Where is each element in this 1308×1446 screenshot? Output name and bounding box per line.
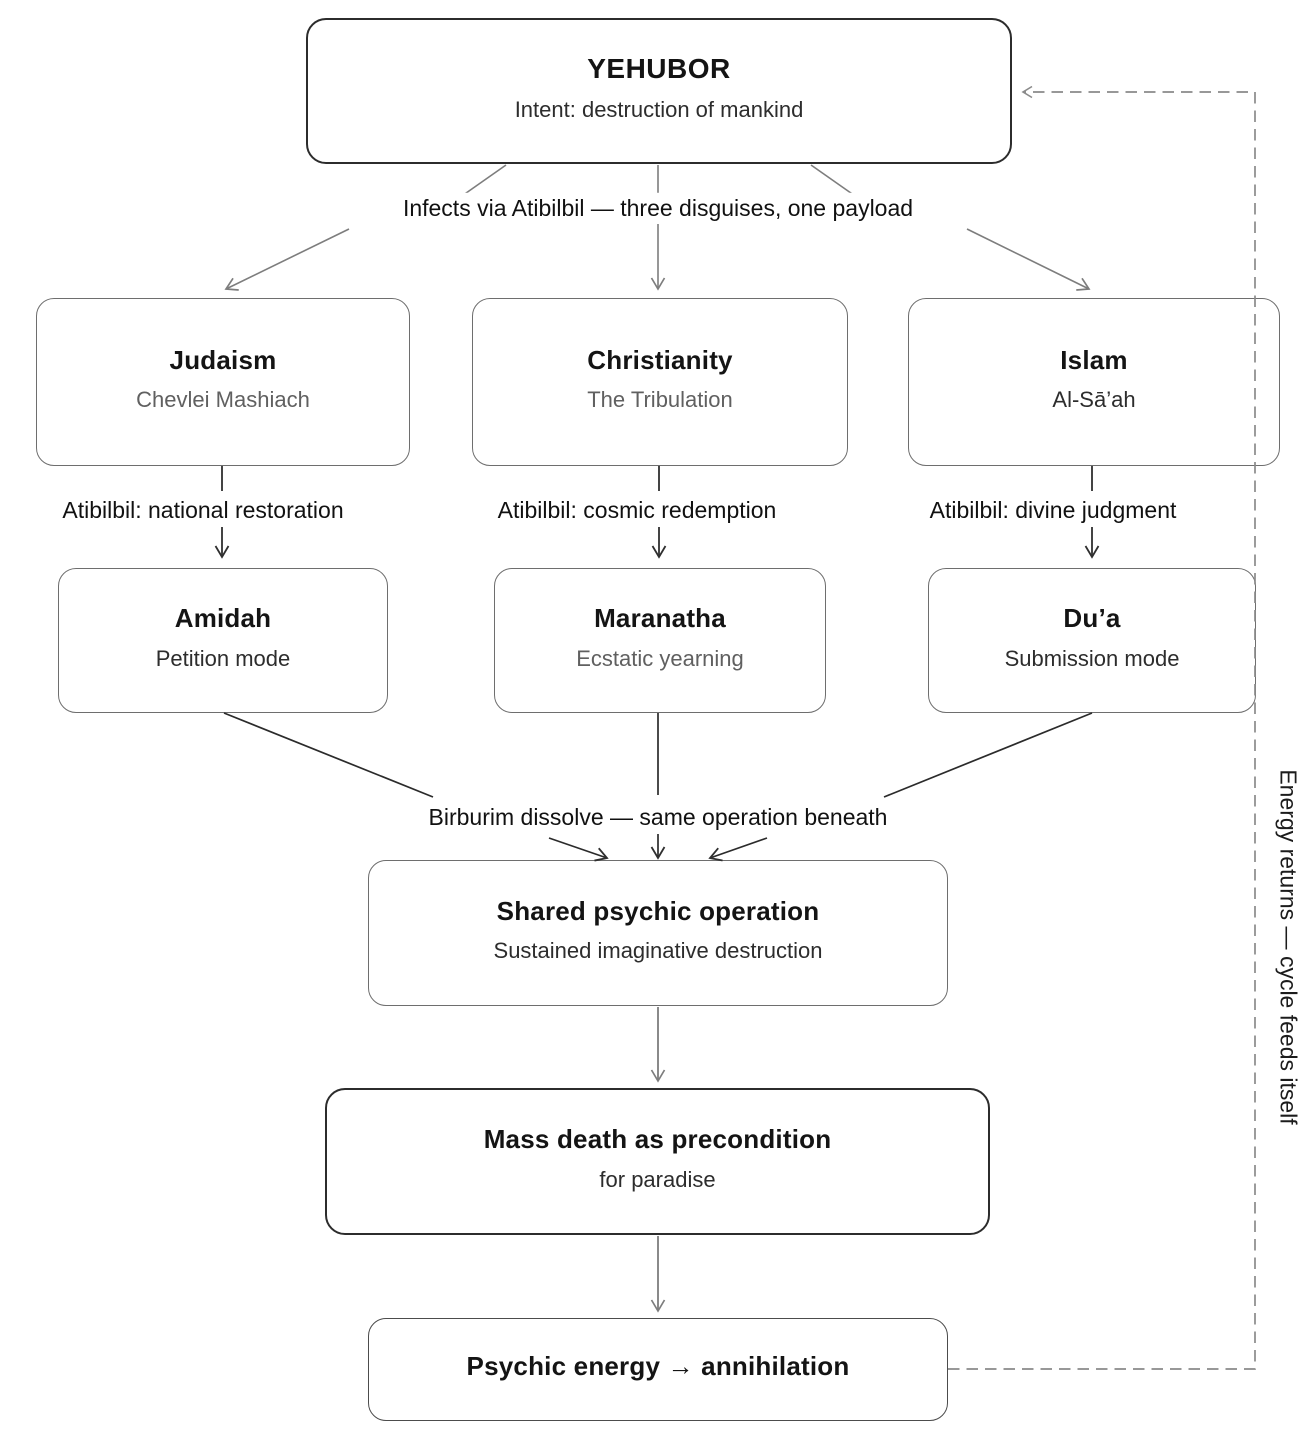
edge-amidah-shared-line (223, 712, 434, 798)
edge-label-atibilbil-christianity: Atibilbil: cosmic redemption (492, 494, 782, 526)
node-maranatha-subtitle: Ecstatic yearning (576, 645, 744, 671)
edges-converge (223, 712, 1093, 862)
node-amidah-title: Amidah (174, 603, 272, 634)
node-yehubor: YEHUBOR Intent: destruction of mankind (306, 18, 1012, 164)
node-judaism-title: Judaism (169, 344, 277, 375)
edges-yehubor-diverge (224, 164, 1091, 291)
node-dua-title: Du’a (1063, 603, 1121, 634)
node-mass-death-subtitle: for paradise (599, 1166, 716, 1192)
node-yehubor-subtitle: Intent: destruction of mankind (514, 97, 804, 123)
node-mass-death: Mass death as precondition for paradise (325, 1088, 990, 1235)
edge-yehubor-islam-arrow (966, 228, 1091, 291)
node-amidah-subtitle: Petition mode (155, 645, 291, 671)
edge-label-birburim: Birburim dissolve — same operation benea… (423, 801, 893, 833)
node-dua: Du’a Submission mode (928, 568, 1256, 713)
node-maranatha-title: Maranatha (594, 603, 726, 634)
edge-label-energy-returns: Energy returns — cycle feeds itself (1275, 769, 1302, 1125)
node-islam: Islam Al-Sā’ah (908, 298, 1280, 466)
node-shared-operation: Shared psychic operation Sustained imagi… (368, 860, 948, 1006)
node-islam-title: Islam (1060, 344, 1128, 375)
edge-label-atibilbil-judaism: Atibilbil: national restoration (57, 494, 349, 526)
node-christianity: Christianity The Tribulation (472, 298, 848, 466)
node-judaism: Judaism Chevlei Mashiach (36, 298, 410, 466)
edge-dua-shared-arrow (708, 837, 768, 862)
edge-label-atibilbil-islam: Atibilbil: divine judgment (924, 494, 1182, 526)
node-christianity-title: Christianity (587, 344, 733, 375)
edge-amidah-shared-arrow (548, 837, 609, 862)
node-mass-death-title: Mass death as precondition (483, 1124, 832, 1155)
node-christianity-subtitle: The Tribulation (587, 387, 733, 413)
node-yehubor-title: YEHUBOR (587, 52, 731, 84)
node-islam-subtitle: Al-Sā’ah (1052, 387, 1136, 413)
edge-feedback-loop-dashed (948, 85, 1256, 1370)
node-shared-operation-subtitle: Sustained imaginative destruction (493, 938, 823, 964)
edge-label-infects: Infects via Atibilbil — three disguises,… (397, 192, 919, 224)
node-annihilation: Psychic energy → annihilation (368, 1318, 948, 1421)
node-annihilation-title: Psychic energy → annihilation (466, 1351, 850, 1382)
edge-dua-shared-line (883, 712, 1093, 798)
node-shared-operation-title: Shared psychic operation (496, 895, 820, 926)
node-judaism-subtitle: Chevlei Mashiach (136, 387, 310, 413)
node-amidah: Amidah Petition mode (58, 568, 388, 713)
node-maranatha: Maranatha Ecstatic yearning (494, 568, 826, 713)
node-dua-subtitle: Submission mode (1004, 645, 1180, 671)
edge-yehubor-judaism-arrow (224, 228, 350, 291)
